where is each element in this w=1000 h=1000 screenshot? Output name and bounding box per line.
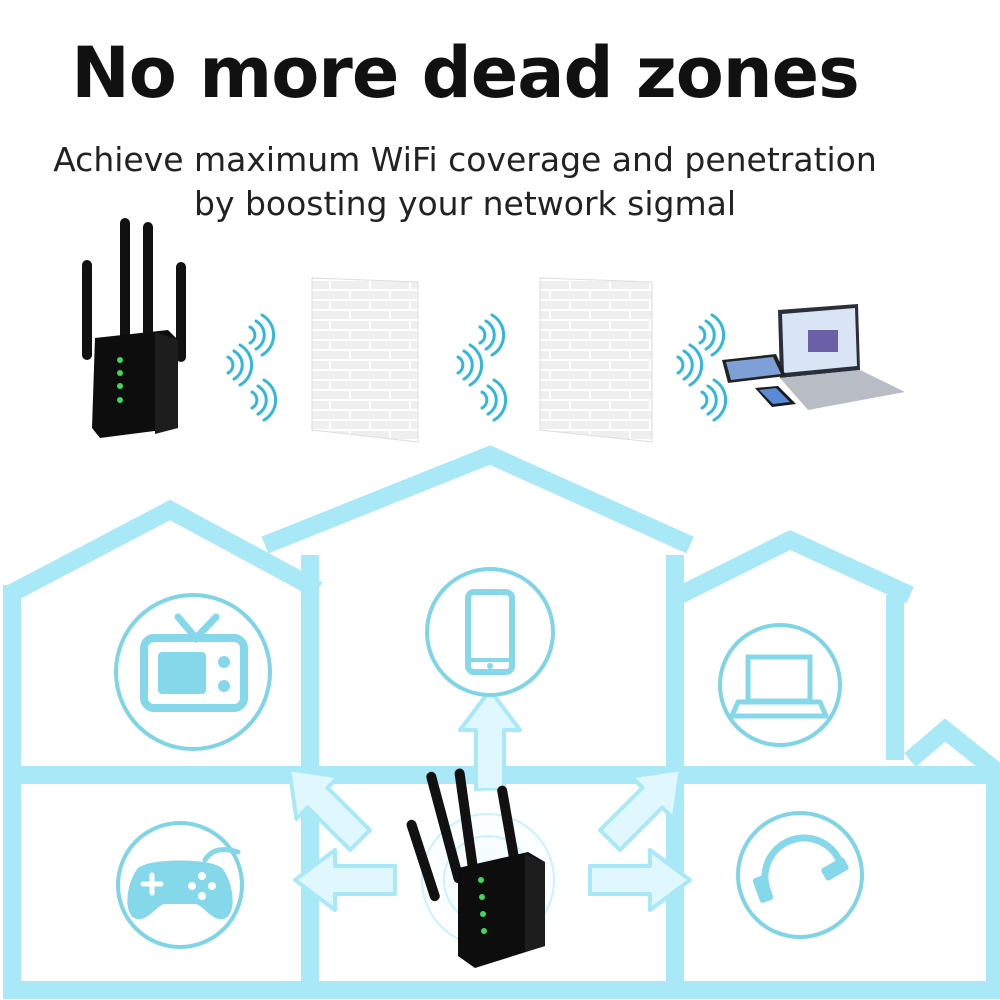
repeater-device-top (82, 218, 186, 438)
wifi-signal-icon (676, 313, 728, 422)
tv-icon (114, 593, 272, 751)
arrow (268, 748, 381, 861)
repeater-device-center (406, 768, 545, 968)
headphones-icon (736, 811, 864, 939)
house-outline (3, 445, 1000, 999)
brick-wall (539, 277, 653, 443)
arrow (589, 748, 702, 861)
laptop-icon (718, 623, 842, 747)
wifi-signal-icon (226, 313, 278, 422)
subheadline-line-1: Achieve maximum WiFi coverage and penetr… (53, 140, 877, 179)
subheadline: Achieve maximum WiFi coverage and penetr… (0, 138, 930, 226)
smartphone-icon (425, 567, 555, 697)
gamepad-icon (116, 821, 244, 949)
brick-wall (311, 277, 419, 443)
wifi-signal-icon (456, 313, 508, 422)
headline: No more dead zones (71, 32, 860, 114)
laptop-tablet-phone-image (722, 304, 905, 410)
subheadline-line-2: by boosting your network sigmal (194, 184, 736, 223)
